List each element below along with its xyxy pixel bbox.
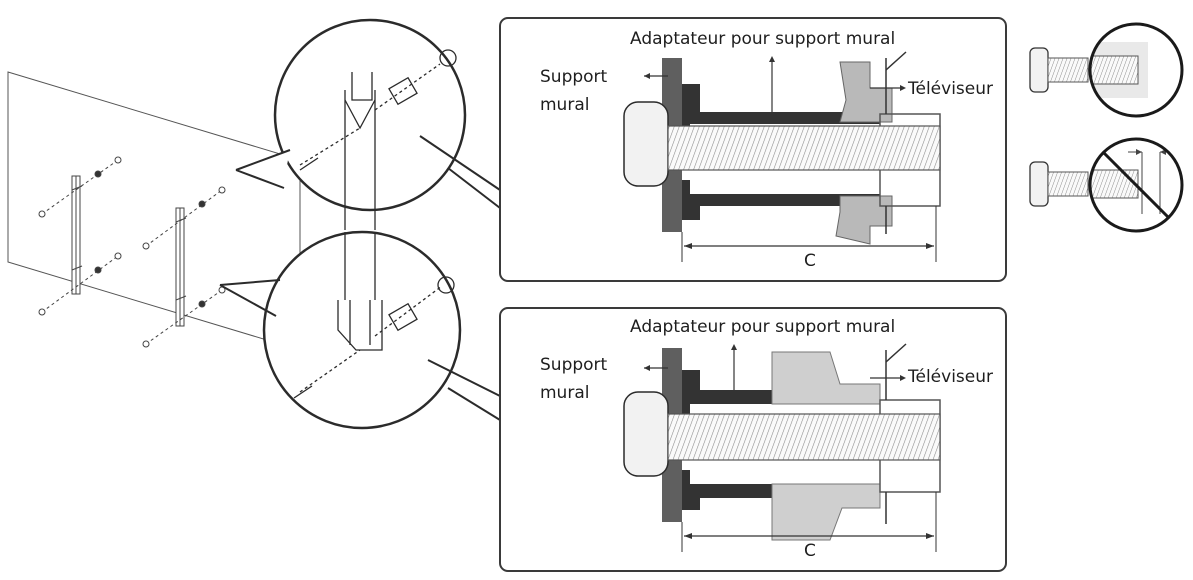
wall-mount-label-line1: Support — [540, 355, 608, 375]
screw-group-icon — [38, 156, 226, 348]
tv-back-bracket-mounting-icon — [7, 71, 301, 351]
adapter-label-bottom: Adaptateur pour support mural — [630, 317, 896, 337]
adapter-label-top: Adaptateur pour support mural — [630, 29, 896, 49]
tv-label-bottom: Téléviseur — [908, 367, 993, 387]
screw-thread — [667, 413, 941, 461]
screw-prohibited-icon — [1029, 137, 1184, 233]
wall-mount-label-line2: mural — [540, 382, 590, 403]
screw-head — [623, 101, 669, 187]
tv-housing-part — [839, 61, 893, 123]
dimension-c-label-bottom: C — [804, 541, 816, 561]
screw-head — [623, 391, 669, 477]
cross-section-bottom — [623, 343, 941, 552]
dimension-c-label-top: C — [804, 251, 816, 271]
wall-mount-label-line2: mural — [540, 94, 590, 115]
callout-lines — [219, 135, 501, 421]
wall-mount-label-top: Support mural — [540, 68, 607, 114]
bracket-zoom-top-icon — [273, 18, 467, 230]
wall-mount-label-line1: Support — [540, 67, 608, 87]
cross-section-top — [623, 51, 941, 262]
wall-mount-label-bottom: Support mural — [540, 356, 607, 402]
bracket-2-icon — [175, 207, 187, 327]
screw-fully-threaded-icon — [1029, 22, 1184, 118]
bracket-zoom-bottom-icon — [262, 230, 462, 430]
bracket-1-icon — [71, 175, 83, 295]
tv-label-top: Téléviseur — [908, 79, 993, 99]
screw-thread — [667, 125, 941, 171]
tv-housing-part — [771, 351, 881, 405]
